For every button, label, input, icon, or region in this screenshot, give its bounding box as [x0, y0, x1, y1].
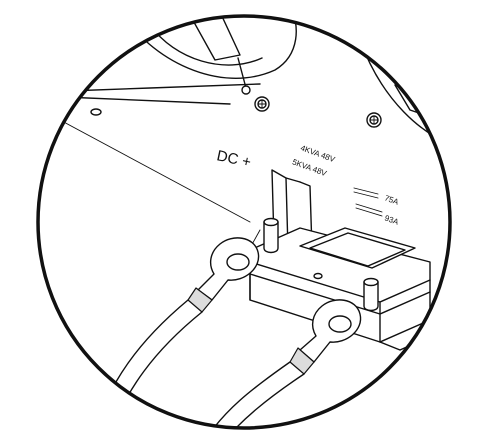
- panel-surface-line: [59, 119, 251, 223]
- mount-hole: [90, 108, 102, 116]
- leader-93a: [355, 203, 383, 217]
- spec-current-75a: 75A: [383, 193, 400, 207]
- cable-lug-left: [187, 237, 260, 313]
- terminal-post-left: [263, 217, 279, 254]
- fan-housing-right: [359, 29, 450, 151]
- panel-edge-top: [39, 83, 261, 93]
- magnifier-circle: [36, 14, 452, 430]
- spec-rating-5kva: 5KVA 48V: [291, 157, 328, 178]
- terminal-post-right: [363, 277, 379, 312]
- screw-left: [254, 96, 270, 112]
- cable-right: [204, 361, 305, 428]
- terminal-label: DC +: [215, 147, 253, 171]
- panel-edge-front: [39, 95, 231, 105]
- spec-current-93a: 93A: [383, 213, 400, 227]
- screw-right: [366, 112, 382, 128]
- leader-75a: [353, 187, 379, 199]
